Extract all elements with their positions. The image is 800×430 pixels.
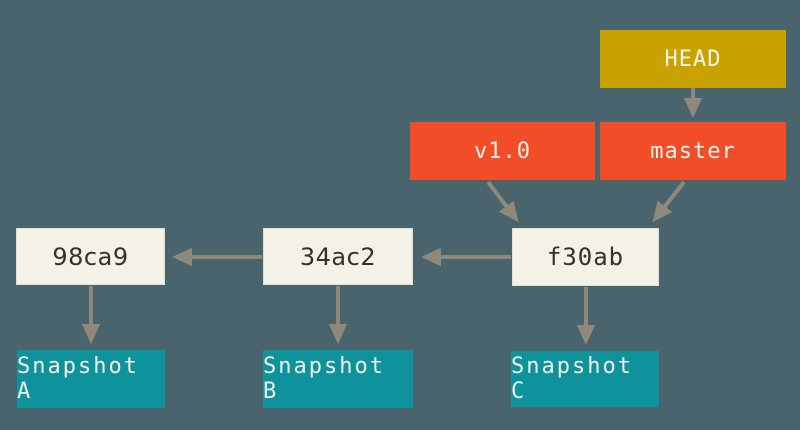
snapshot-c-box: Snapshot C <box>511 351 659 407</box>
snapshot-b-box: Snapshot B <box>263 350 413 408</box>
edge-v1.0-to-f30ab <box>486 180 519 223</box>
commit-98ca9-box: 98ca9 <box>16 228 165 285</box>
commit-34ac2-label: 34ac2 <box>299 242 377 271</box>
snapshot-a-label: Snapshot A <box>17 354 139 404</box>
tag-v1.0-box: v1.0 <box>410 122 595 180</box>
commit-34ac2-box: 34ac2 <box>263 228 413 285</box>
commit-98ca9-label: 98ca9 <box>52 242 129 271</box>
tag-v1.0-label: v1.0 <box>474 138 531 164</box>
snapshot-b-label: Snapshot B <box>263 354 385 404</box>
edge-master-to-f30ab <box>652 180 686 223</box>
branch-master-label: master <box>650 138 736 164</box>
commit-f30ab-box: f30ab <box>512 228 659 286</box>
snapshot-c-label: Snapshot C <box>511 354 633 404</box>
commit-f30ab-label: f30ab <box>546 243 625 271</box>
branch-master-box: master <box>600 122 786 180</box>
snapshot-a-box: Snapshot A <box>17 350 165 408</box>
head-ref-label: HEAD <box>664 46 722 72</box>
head-ref-box: HEAD <box>600 30 786 88</box>
